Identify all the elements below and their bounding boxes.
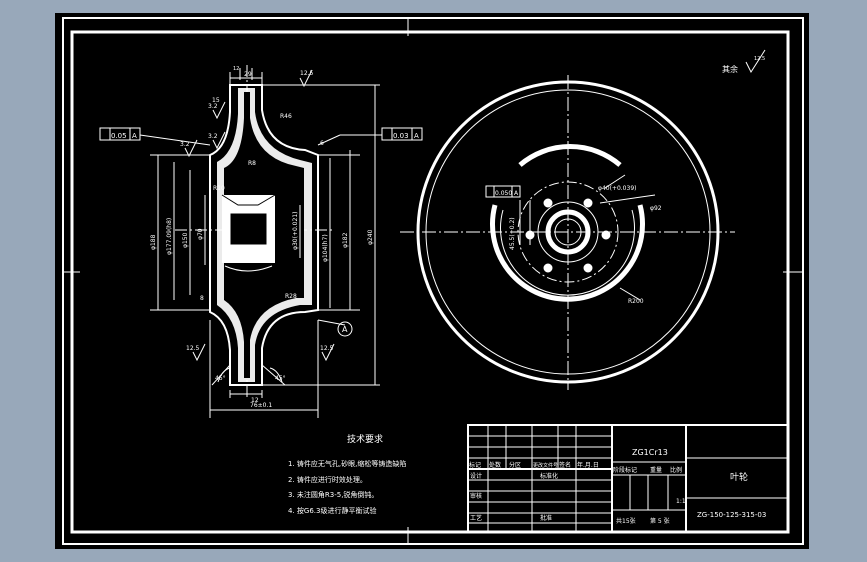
svg-text:φ240: φ240: [367, 229, 374, 245]
tolerance-frame-right: 0.03 A: [381, 127, 423, 141]
svg-text:批准: 批准: [540, 514, 552, 522]
svg-text:6: 6: [320, 140, 324, 147]
svg-text:φ150: φ150: [182, 232, 189, 248]
svg-text:29: 29: [244, 71, 252, 78]
svg-text:12: 12: [251, 397, 259, 404]
svg-text:3.2: 3.2: [180, 141, 190, 148]
front-view-annotations: 0.050 A φ40(+0.039) φ92 45.5(+0.2) R200: [485, 185, 662, 305]
svg-text:比例: 比例: [670, 466, 682, 474]
svg-text:ZG1Cr13: ZG1Cr13: [632, 448, 668, 457]
svg-text:A: A: [414, 132, 419, 140]
svg-text:0.05: 0.05: [111, 132, 127, 140]
svg-text:技术要求: 技术要求: [347, 433, 383, 445]
svg-text:标准化: 标准化: [540, 472, 558, 480]
svg-text:A: A: [342, 325, 348, 334]
front-view: [400, 75, 735, 390]
svg-text:0.050: 0.050: [495, 190, 512, 197]
svg-text:12.5: 12.5: [320, 345, 334, 352]
svg-text:45°: 45°: [215, 375, 226, 382]
svg-text:1:1: 1:1: [676, 498, 686, 505]
svg-text:共15张: 共15张: [616, 517, 636, 525]
svg-text:2. 铸件应进行时效处理。: 2. 铸件应进行时效处理。: [288, 475, 367, 484]
svg-text:R10: R10: [213, 185, 225, 192]
svg-text:76±0.1: 76±0.1: [250, 402, 272, 409]
svg-text:1. 铸件应无气孔,砂眼,缩松等铸造缺陷: 1. 铸件应无气孔,砂眼,缩松等铸造缺陷: [288, 459, 406, 468]
svg-text:设计: 设计: [470, 472, 482, 480]
svg-text:R8: R8: [248, 160, 256, 167]
svg-text:R200: R200: [628, 298, 644, 305]
svg-text:4. 按G6.3级进行静平衡试验: 4. 按G6.3级进行静平衡试验: [288, 506, 376, 515]
svg-text:12.5: 12.5: [300, 70, 314, 77]
general-roughness: 其余 12.5: [722, 49, 766, 74]
svg-text:8: 8: [200, 295, 204, 302]
svg-text:12: 12: [233, 66, 239, 72]
svg-text:R46: R46: [280, 113, 292, 120]
svg-text:其余: 其余: [722, 64, 738, 74]
svg-text:3. 未注圆角R3-5,锐角倒钝。: 3. 未注圆角R3-5,锐角倒钝。: [288, 490, 378, 499]
cross-section-dimensions: 29 12 12.5 3.2 3.2 3.2 12.5 12.5 R46 R8 …: [150, 66, 374, 409]
svg-text:φ182: φ182: [342, 232, 349, 248]
technical-requirements: 技术要求 1. 铸件应无气孔,砂眼,缩松等铸造缺陷 2. 铸件应进行时效处理。 …: [288, 433, 406, 515]
svg-text:0.03: 0.03: [393, 132, 409, 140]
svg-text:ZG-150-125-315-03: ZG-150-125-315-03: [697, 511, 766, 519]
svg-text:A: A: [132, 132, 137, 140]
inner-border: [70, 30, 790, 534]
svg-text:φ177.09(h8): φ177.09(h8): [166, 218, 173, 255]
sheet-background: [55, 13, 809, 549]
svg-text:重量: 重量: [650, 466, 662, 474]
outer-border: [62, 17, 804, 545]
svg-text:φ40(+0.039): φ40(+0.039): [598, 185, 636, 192]
svg-text:处数: 处数: [489, 461, 501, 469]
svg-text:12.5: 12.5: [754, 56, 765, 62]
cross-section-view: [139, 65, 382, 418]
svg-text:叶轮: 叶轮: [730, 471, 748, 483]
svg-text:工艺: 工艺: [470, 514, 482, 522]
title-block: [467, 424, 789, 533]
svg-text:φ104(h7): φ104(h7): [322, 234, 329, 262]
svg-text:分区: 分区: [509, 461, 521, 469]
svg-text:更改文件号: 更改文件号: [533, 462, 558, 469]
svg-text:年.月.日: 年.月.日: [577, 461, 599, 469]
title-block-text: ZG1Cr13 叶轮 ZG-150-125-315-03 1:1 共15张 第 …: [469, 448, 766, 525]
svg-text:12.5: 12.5: [186, 345, 200, 352]
svg-text:签名: 签名: [559, 461, 571, 469]
svg-text:φ92: φ92: [650, 205, 662, 212]
svg-text:阶段标记: 阶段标记: [613, 466, 637, 474]
svg-text:15: 15: [212, 97, 220, 104]
svg-text:φ188: φ188: [150, 234, 157, 250]
svg-text:45°: 45°: [275, 375, 286, 382]
svg-text:φ70: φ70: [197, 228, 204, 240]
svg-text:φ30(+0.021): φ30(+0.021): [292, 212, 299, 250]
svg-text:3.2: 3.2: [208, 103, 218, 110]
svg-text:标记: 标记: [469, 461, 481, 469]
svg-text:第 5 张: 第 5 张: [650, 517, 670, 525]
svg-text:45.5(+0.2): 45.5(+0.2): [509, 217, 516, 250]
svg-text:A: A: [514, 190, 519, 197]
tolerance-frame-left: 0.05 A: [99, 127, 141, 141]
svg-text:3.2: 3.2: [208, 133, 218, 140]
svg-text:R28: R28: [285, 293, 297, 300]
svg-text:审核: 审核: [470, 492, 482, 500]
